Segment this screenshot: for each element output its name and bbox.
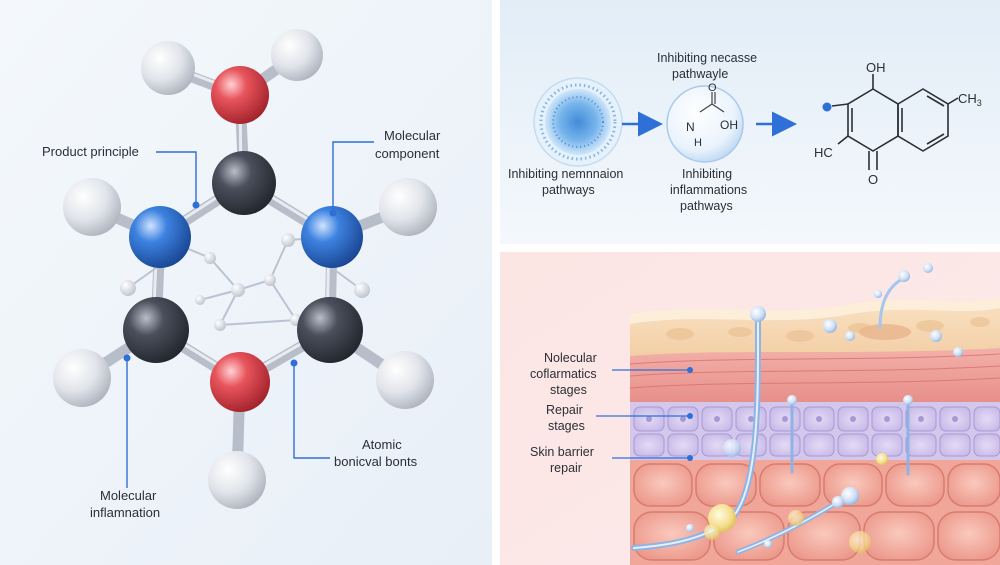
hydrogen-atom [63,178,121,236]
label-molecular-inflammation-line2: inflamnation [90,505,160,520]
skin-label-1-line2: coflarmatics [530,367,597,381]
label-atomic-bonds-line2: bonicval bonts [334,454,418,469]
label-mid-line3: pathways [680,199,733,213]
skin-label-1-line3: stages [550,383,587,397]
hydrogen-atom [376,351,434,409]
hydrogen-atom [271,29,323,81]
label-top-line1: Inhibiting necasse [657,51,757,65]
label-atomic-bonds-line1: Atomic [362,437,402,452]
carbon-atom [297,297,363,363]
label-top-line2: pathwayle [672,67,728,81]
label-product-principle: Product principle [42,144,139,159]
label-left-line1: Inhibiting nemnnaion [508,167,623,181]
label-molecular-component-line2: component [375,146,440,161]
carbon-atom [212,151,276,215]
hydrogen-atom [379,178,437,236]
hydrogen-atom [141,41,195,95]
skin-label-2-line1: Repair [546,403,583,417]
label-molecular-component-line1: Molecular [384,128,441,143]
label-oh: OH [866,60,886,75]
skin-label-1-line1: Nolecular [544,351,597,365]
hydrogen-atom [208,451,266,509]
label-mid-line2: inflammations [670,183,747,197]
atom-h: H [694,137,702,149]
label-hc: HC [814,145,833,160]
naphthoquinone-structure [831,74,959,170]
atom-n: N [686,120,695,134]
cell-sphere [533,77,623,167]
skin-callout-lines [596,369,690,459]
molecule-bubble: N H O OH [666,82,744,163]
label-o: O [868,172,878,187]
callout-dots [123,201,337,367]
skin-panel: Nolecular coflarmatics stages Repair sta… [500,252,1000,565]
oxygen-atom [211,66,269,124]
skin-label-3-line1: Skin barrier [530,445,594,459]
oxygen-atom [210,352,270,412]
label-molecular-inflammation-line1: Molecular [100,488,157,503]
atom-oh: OH [720,118,738,132]
callout-lines [126,141,374,488]
nitrogen-atom [301,206,363,268]
atom-o: O [708,82,717,94]
label-mid-line1: Inhibiting [682,167,732,181]
droplets [686,263,963,553]
molecule-panel: Product principle Molecular component At… [0,0,492,565]
pathway-panel: Inhibiting necasse pathwayle N H O OH In… [500,0,1000,244]
hydrogen-atom [53,349,111,407]
label-ch3: CH3 [958,91,982,108]
label-left-line2: pathways [542,183,595,197]
carbon-atom [123,297,189,363]
atom-spheres [53,29,437,509]
skin-label-3-line2: repair [550,461,582,475]
nitrogen-atom [129,206,191,268]
skin-tissue-block [629,298,1000,565]
skin-callout-dots [687,367,693,461]
marker-dot [822,102,832,112]
skin-label-2-line2: stages [548,419,585,433]
